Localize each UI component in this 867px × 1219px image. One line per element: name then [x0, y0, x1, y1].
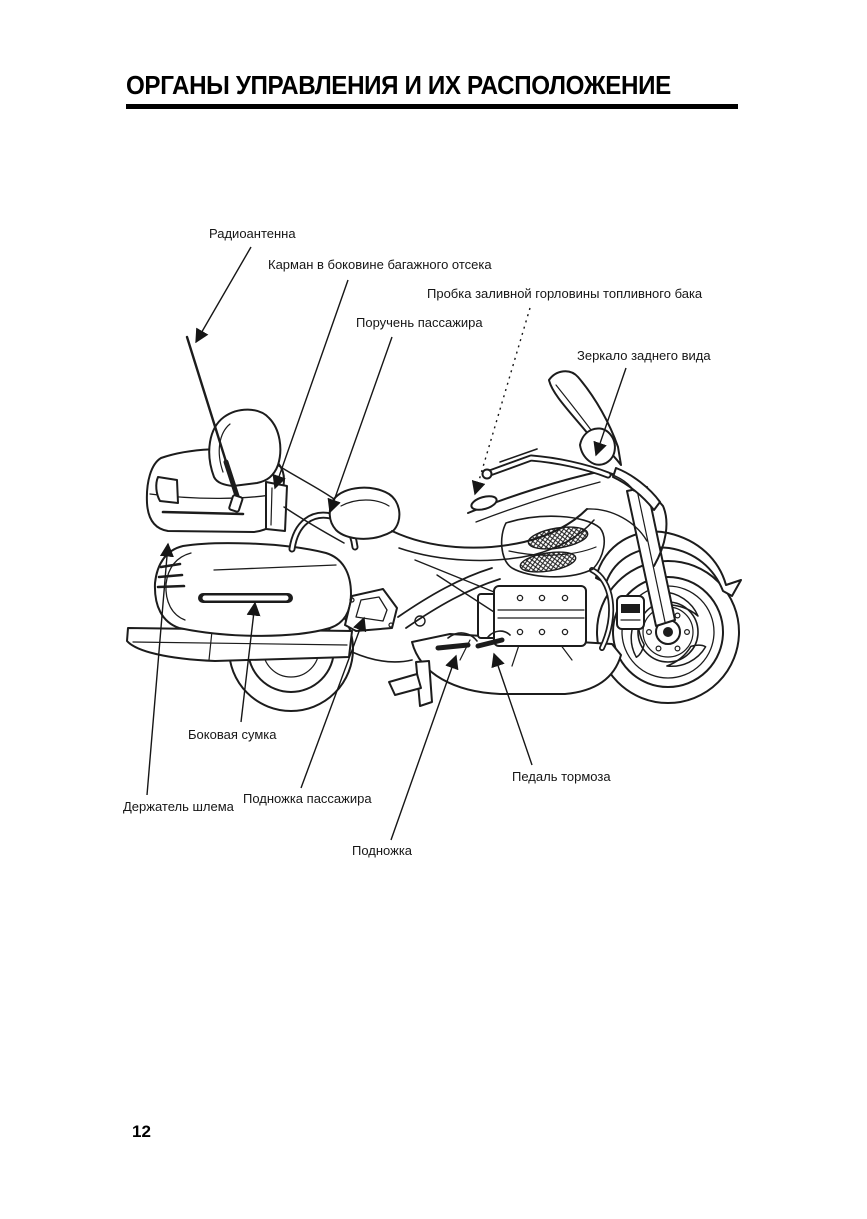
crash-bar: [589, 567, 615, 651]
fuel-tank-shelter: [467, 470, 603, 523]
label-helmet-holder: Держатель шлема: [123, 799, 234, 814]
leader-rear-view-mirror: [593, 367, 627, 457]
engine: [477, 585, 587, 647]
leader-passenger-handrail: [327, 336, 393, 514]
rider-footpeg: [435, 632, 478, 651]
label-rear-view-mirror: Зеркало заднего вида: [577, 348, 711, 363]
fuel-filler-lid: [470, 495, 498, 511]
leader-lines: [146, 246, 627, 841]
saddlebag: [153, 542, 352, 637]
label-passenger-handrail: Поручень пассажира: [356, 315, 483, 330]
label-radio-antenna: Радиоантенна: [209, 226, 296, 241]
label-side-bag: Боковая сумка: [188, 727, 277, 742]
leader-helmet-holder: [146, 542, 174, 796]
leader-radio-antenna: [195, 246, 252, 344]
passenger-footrest-bracket: [344, 588, 398, 632]
rear-bumper: [126, 627, 353, 662]
leader-luggage-pocket: [272, 279, 349, 490]
front-axle: [663, 627, 673, 637]
handlebar: [481, 448, 612, 480]
label-footrest: Подножка: [352, 843, 413, 858]
passenger-seat: [328, 486, 401, 540]
frame-tubes: [397, 559, 501, 629]
page-title: ОРГАНЫ УПРАВЛЕНИЯ И ИХ РАСПОЛОЖЕНИЕ: [126, 70, 671, 100]
leader-brake-pedal: [491, 652, 533, 766]
label-passenger-footrest: Подножка пассажира: [243, 791, 372, 806]
headlight: [612, 467, 661, 511]
mirror: [579, 427, 616, 466]
page-number: 12: [132, 1122, 151, 1141]
label-brake-pedal: Педаль тормоза: [512, 769, 611, 784]
leader-passenger-footrest: [300, 616, 367, 789]
brake-pedal-shape: [475, 630, 511, 649]
label-luggage-pocket: Карман в боковине багажного отсека: [268, 257, 492, 272]
brake-caliper: [616, 595, 645, 630]
label-fuel-filler-cap: Пробка заливной горловины топливного бак…: [427, 286, 703, 301]
title-underline: [126, 104, 738, 109]
radio-antenna-rod: [185, 335, 244, 513]
backrest-pad: [208, 408, 282, 487]
front-fairing: [500, 467, 668, 578]
side-vent-upper: [527, 526, 589, 550]
side-vent-lower: [519, 551, 577, 573]
trunk-reflector: [155, 476, 179, 504]
side-stand: [388, 660, 433, 707]
leader-footrest: [390, 654, 459, 841]
leader-side-bag: [240, 601, 261, 723]
